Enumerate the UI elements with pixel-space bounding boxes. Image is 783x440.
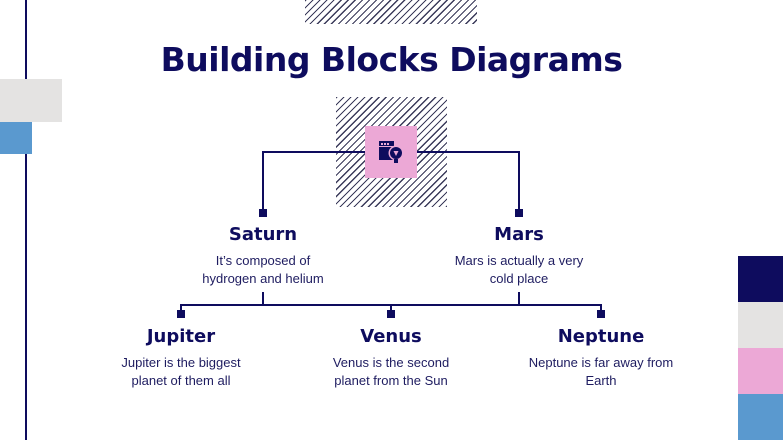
desc-line: It’s composed of — [215, 253, 311, 268]
node-title: Neptune — [557, 326, 645, 347]
node-neptune: Neptune Neptune is far away from Earth — [501, 326, 701, 390]
node-description: It’s composed of hydrogen and helium — [163, 252, 363, 288]
connector-node-mars — [515, 209, 523, 217]
connector-node-venus — [387, 310, 395, 318]
node-description: Mars is actually a very cold place — [419, 252, 619, 288]
node-description: Venus is the second planet from the Sun — [291, 354, 491, 390]
connector-mars-down — [518, 292, 520, 305]
node-jupiter: Jupiter Jupiter is the biggest planet of… — [81, 326, 281, 390]
connector-venus-vertical — [390, 304, 392, 312]
right-blue-block — [738, 394, 783, 440]
top-hatch-decoration — [305, 0, 477, 24]
right-pink-block — [738, 348, 783, 394]
desc-line: Jupiter is the biggest — [121, 355, 241, 370]
desc-line: cold place — [489, 271, 549, 286]
right-gray-block — [738, 302, 783, 348]
connector-node-saturn — [259, 209, 267, 217]
node-mars: Mars Mars is actually a very cold place — [419, 224, 619, 288]
node-title: Jupiter — [146, 326, 216, 347]
node-saturn: Saturn It’s composed of hydrogen and hel… — [163, 224, 363, 288]
node-venus: Venus Venus is the second planet from th… — [291, 326, 491, 390]
left-blue-block — [0, 122, 32, 154]
connector-node-neptune — [597, 310, 605, 318]
center-icon-box — [365, 126, 417, 178]
desc-line: planet from the Sun — [334, 373, 448, 388]
left-border-line — [25, 0, 27, 440]
node-description: Jupiter is the biggest planet of them al… — [81, 354, 281, 390]
desc-line: planet of them all — [131, 373, 231, 388]
desc-line: Mars is actually a very — [454, 253, 584, 268]
right-navy-block — [738, 256, 783, 302]
connector-saturn-down — [262, 292, 264, 305]
page-title: Building Blocks Diagrams — [160, 40, 623, 79]
connector-saturn-vertical — [262, 151, 264, 211]
node-title: Saturn — [228, 224, 298, 245]
connector-jupiter-vertical — [180, 304, 182, 312]
node-title: Venus — [360, 326, 422, 347]
desc-line: Venus is the second — [332, 355, 450, 370]
desc-line: Earth — [585, 373, 617, 388]
node-title: Mars — [494, 224, 544, 245]
left-gray-block — [0, 79, 62, 122]
desc-line: Neptune is far away from — [528, 355, 674, 370]
connector-node-jupiter — [177, 310, 185, 318]
connector-neptune-vertical — [600, 304, 602, 312]
connector-mars-vertical — [518, 151, 520, 211]
browser-lightbulb-icon — [379, 141, 404, 163]
node-description: Neptune is far away from Earth — [501, 354, 701, 390]
desc-line: hydrogen and helium — [202, 271, 324, 286]
